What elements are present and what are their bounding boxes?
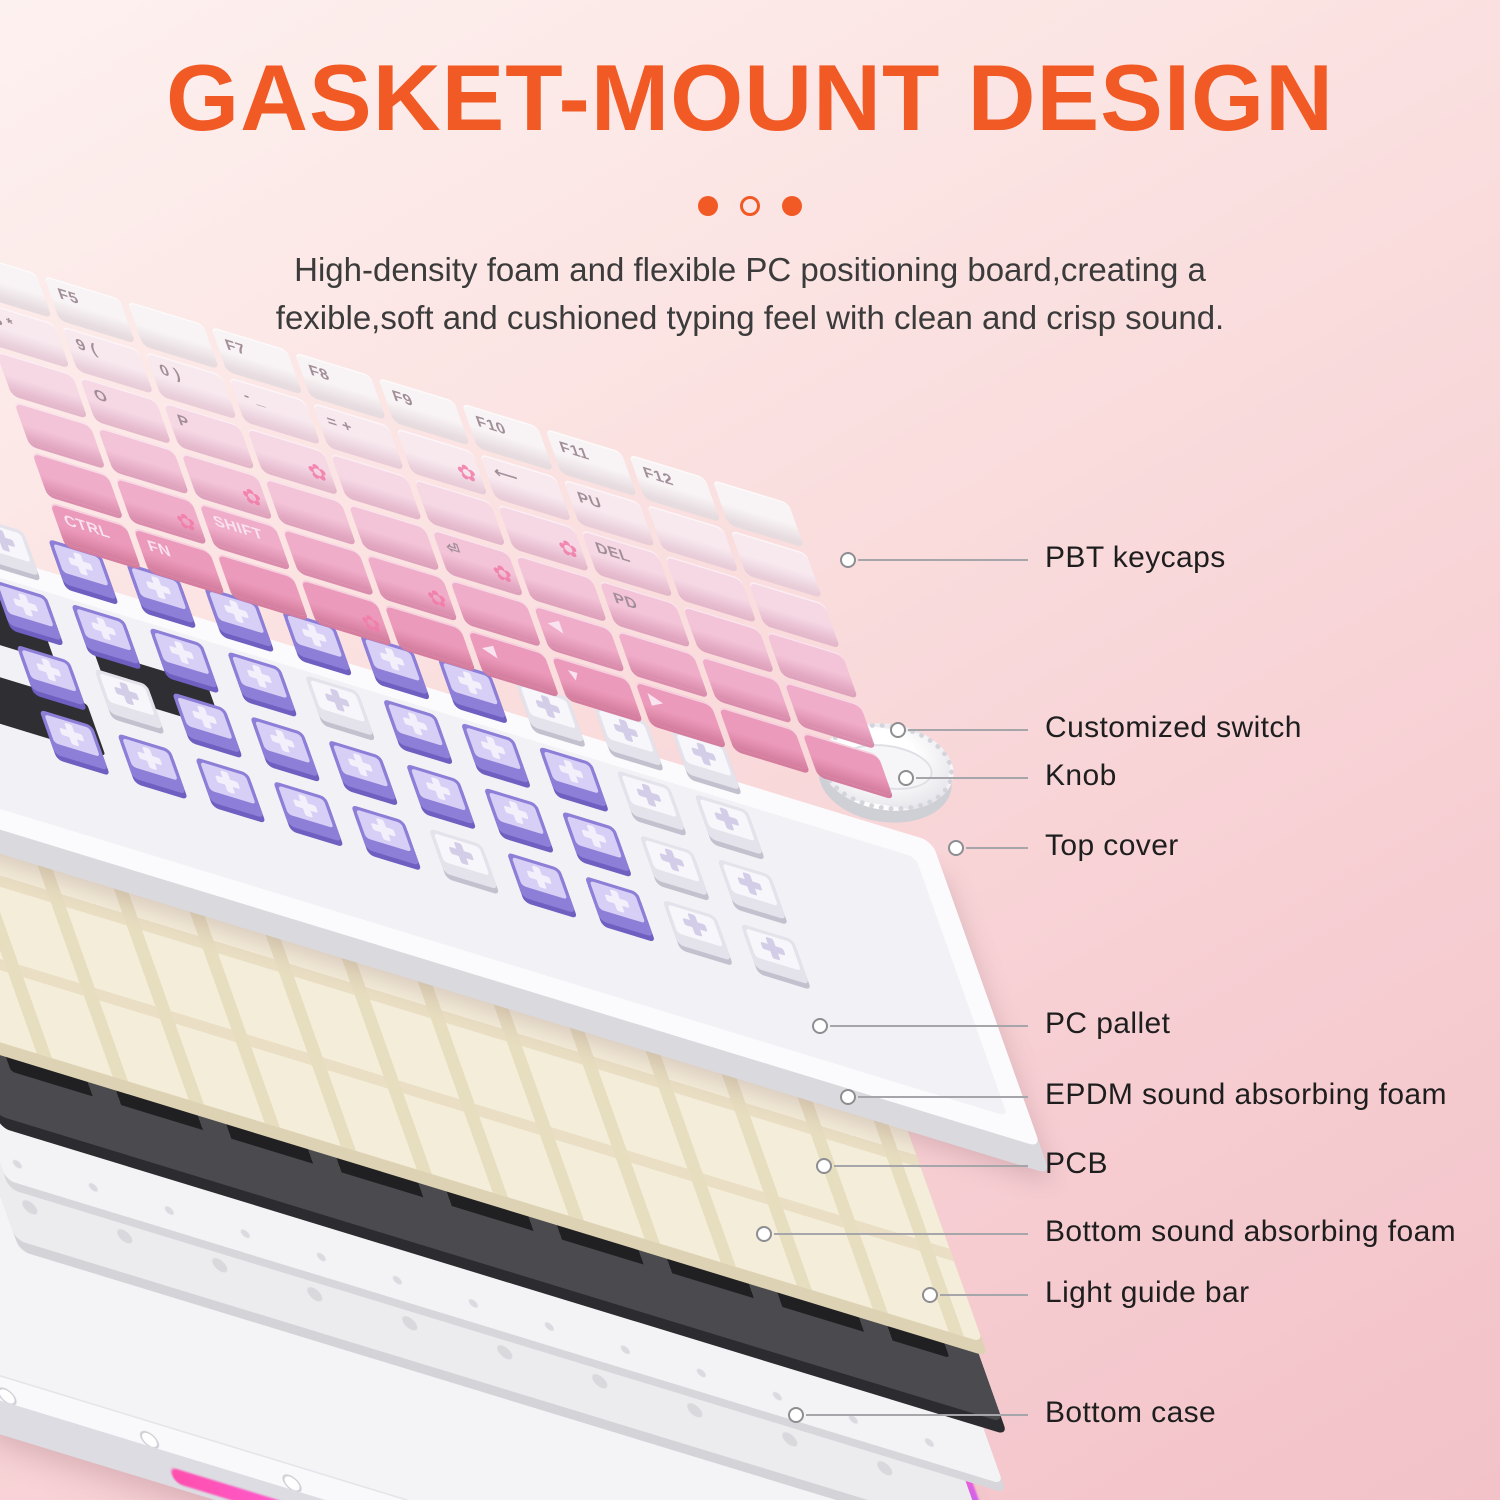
part-label: PCB <box>1045 1147 1108 1180</box>
description: High-density foam and flexible PC positi… <box>60 246 1440 342</box>
page-title: GASKET-MOUNT DESIGN <box>166 45 1334 150</box>
leader-marker <box>788 1407 804 1423</box>
leader-marker <box>948 840 964 856</box>
leader-marker <box>890 722 906 738</box>
part-label: PC pallet <box>1045 1007 1171 1040</box>
leader-line <box>806 1414 1028 1416</box>
leader-marker <box>812 1018 828 1034</box>
carousel-dots <box>0 196 1500 216</box>
leader-marker <box>756 1226 772 1242</box>
leader-marker <box>840 552 856 568</box>
leader-marker <box>898 770 914 786</box>
carousel-dot[interactable] <box>782 196 802 216</box>
leader-line <box>858 559 1028 561</box>
leader-line <box>774 1233 1028 1235</box>
leader-line <box>858 1096 1028 1098</box>
carousel-dot[interactable] <box>698 196 718 216</box>
part-label: Bottom sound absorbing foam <box>1045 1215 1457 1248</box>
leader-line <box>830 1025 1028 1027</box>
part-label: Light guide bar <box>1045 1276 1250 1309</box>
leader-line <box>834 1165 1028 1167</box>
leader-marker <box>922 1287 938 1303</box>
part-label: Customized switch <box>1045 711 1302 744</box>
part-label: EPDM sound absorbing foam <box>1045 1078 1447 1111</box>
part-label: PBT keycaps <box>1045 541 1226 574</box>
leader-marker <box>840 1089 856 1105</box>
part-label: Knob <box>1045 759 1117 792</box>
part-label: Top cover <box>1045 829 1179 862</box>
leader-line <box>908 729 1028 731</box>
leader-marker <box>816 1158 832 1174</box>
part-label: Bottom case <box>1045 1396 1217 1429</box>
description-line-1: High-density foam and flexible PC positi… <box>294 251 1206 288</box>
leader-line <box>966 847 1028 849</box>
description-line-2: fexible,soft and cushioned typing feel w… <box>275 298 1225 336</box>
leader-line <box>916 777 1028 779</box>
carousel-dot[interactable] <box>740 196 760 216</box>
leader-line <box>940 1294 1028 1296</box>
